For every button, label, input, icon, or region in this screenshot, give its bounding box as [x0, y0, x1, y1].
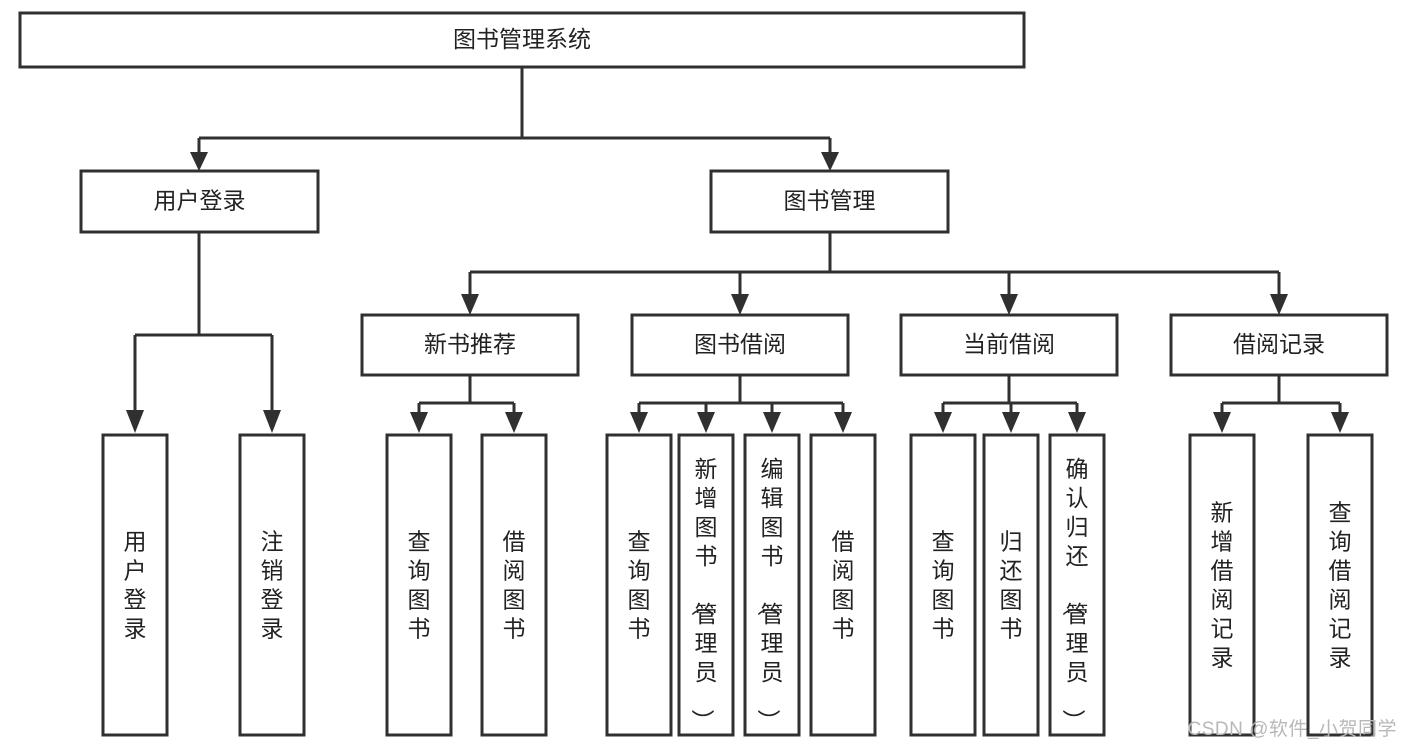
arrowhead-bb-leaf-2 — [697, 412, 715, 433]
level3-node-label: 图书借阅 — [694, 331, 786, 357]
level2-node-0[interactable]: 用户登录 — [79, 169, 320, 234]
level2-node-box[interactable] — [709, 169, 950, 234]
leaf-node-box[interactable] — [480, 433, 548, 737]
leaf-node-8[interactable]: 查询图书 — [909, 433, 977, 737]
leaf-node-label: 新增图书（管理员） — [690, 456, 718, 732]
level3-node-box[interactable] — [630, 313, 850, 377]
leaf-node-label: 查询图书 — [932, 529, 955, 642]
arrowhead-user-login — [190, 152, 208, 171]
leaf-node-box[interactable] — [101, 433, 169, 737]
leaf-node-box[interactable] — [743, 433, 801, 737]
leaf-node-11[interactable]: 新增借阅记录 — [1188, 433, 1256, 737]
leaf-node-box[interactable] — [809, 433, 877, 737]
arrowhead-cb-leaf-1 — [934, 412, 952, 433]
level2-node-1[interactable]: 图书管理 — [709, 169, 950, 234]
root-node-box[interactable] — [18, 11, 1026, 69]
level3-node-box[interactable] — [1169, 313, 1389, 377]
level3-node-box[interactable] — [899, 313, 1119, 377]
leaf-node-box[interactable] — [1048, 433, 1106, 737]
arrowhead-borrow-record — [1270, 294, 1288, 315]
leaf-node-2[interactable]: 查询图书 — [385, 433, 453, 737]
level3-node-1[interactable]: 图书借阅 — [630, 313, 850, 377]
level3-node-label: 新书推荐 — [424, 331, 516, 357]
arrowhead-bb-leaf-4 — [834, 412, 852, 433]
leaf-node-box[interactable] — [677, 433, 735, 737]
leaf-node-box[interactable] — [982, 433, 1040, 737]
arrowhead-book-borrow — [731, 294, 749, 315]
leaf-node-label: 查询借阅记录 — [1329, 500, 1352, 671]
leaf-node-9[interactable]: 归还图书 — [982, 433, 1040, 737]
arrowhead-bb-leaf-3 — [763, 412, 781, 433]
leaf-node-box[interactable] — [238, 433, 306, 737]
leaf-node-12[interactable]: 查询借阅记录 — [1306, 433, 1374, 737]
leaf-node-5[interactable]: 新增图书（管理员） — [677, 433, 735, 737]
leaf-node-label: 查询图书 — [628, 529, 651, 642]
arrowhead-nb-leaf-2 — [505, 412, 523, 433]
arrowhead-br-leaf-2 — [1331, 412, 1349, 433]
level3-node-box[interactable] — [360, 313, 580, 377]
leaf-node-box[interactable] — [1306, 433, 1374, 737]
leaf-node-label: 借阅图书 — [832, 529, 855, 642]
leaf-node-label: 用户登录 — [124, 529, 147, 642]
leaf-node-box[interactable] — [605, 433, 673, 737]
level3-node-2[interactable]: 当前借阅 — [899, 313, 1119, 377]
level2-node-label: 图书管理 — [784, 188, 876, 214]
level3-node-label: 借阅记录 — [1233, 331, 1325, 357]
leaf-node-label: 查询图书 — [408, 529, 431, 642]
level3-node-0[interactable]: 新书推荐 — [360, 313, 580, 377]
leaf-node-7[interactable]: 借阅图书 — [809, 433, 877, 737]
leaf-node-label: 新增借阅记录 — [1211, 500, 1234, 671]
leaf-node-label: 归还图书 — [1000, 529, 1023, 642]
leaf-node-10[interactable]: 确认归还（管理员） — [1048, 433, 1106, 737]
arrowhead-br-leaf-1 — [1213, 412, 1231, 433]
arrowhead-cb-leaf-3 — [1068, 412, 1086, 433]
arrowhead-new-book — [461, 294, 479, 315]
leaf-node-label: 编辑图书（管理员） — [756, 456, 784, 732]
leaf-node-1[interactable]: 注销登录 — [238, 433, 306, 737]
leaf-node-label: 借阅图书 — [503, 529, 526, 642]
root-node-0[interactable]: 图书管理系统 — [18, 11, 1026, 69]
leaf-node-label: 注销登录 — [261, 529, 284, 642]
node-layer: 图书管理系统用户登录图书管理新书推荐图书借阅当前借阅借阅记录用户登录注销登录查询… — [18, 11, 1389, 737]
leaf-node-box[interactable] — [909, 433, 977, 737]
arrowhead-nb-leaf-1 — [410, 412, 428, 433]
leaf-node-label: 确认归还（管理员） — [1061, 456, 1089, 732]
level3-node-label: 当前借阅 — [963, 331, 1055, 357]
leaf-node-6[interactable]: 编辑图书（管理员） — [743, 433, 801, 737]
arrowhead-cb-leaf-2 — [1002, 412, 1020, 433]
leaf-node-4[interactable]: 查询图书 — [605, 433, 673, 737]
leaf-node-box[interactable] — [385, 433, 453, 737]
level3-node-3[interactable]: 借阅记录 — [1169, 313, 1389, 377]
level2-node-box[interactable] — [79, 169, 320, 234]
arrowhead-book-mgmt — [821, 152, 839, 171]
arrowhead-current-borrow — [1000, 294, 1018, 315]
leaf-node-box[interactable] — [1188, 433, 1256, 737]
leaf-node-3[interactable]: 借阅图书 — [480, 433, 548, 737]
arrowhead-leaf-logout — [263, 410, 281, 433]
connector-layer — [126, 67, 1349, 433]
level2-node-label: 用户登录 — [154, 188, 246, 214]
root-node-label: 图书管理系统 — [453, 26, 591, 52]
arrowhead-bb-leaf-1 — [630, 412, 648, 433]
arrowhead-leaf-user-login — [126, 410, 144, 433]
leaf-node-0[interactable]: 用户登录 — [101, 433, 169, 737]
